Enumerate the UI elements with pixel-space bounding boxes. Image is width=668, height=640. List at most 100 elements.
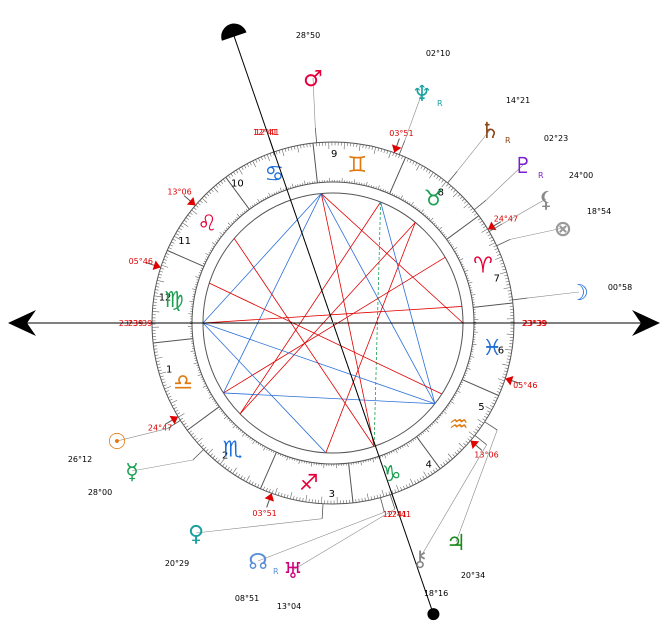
sun-icon: ☉	[107, 430, 127, 455]
degree-tick	[202, 385, 207, 388]
degree-tick	[470, 208, 474, 211]
lilith-icon: ⚸	[538, 188, 554, 213]
degree-tick	[477, 419, 484, 424]
degree-tick	[468, 431, 475, 437]
degree-tick	[153, 348, 158, 350]
degree-tick	[458, 442, 465, 449]
uranus-icon: ♅	[283, 559, 303, 584]
degree-tick	[187, 214, 191, 218]
degree-tick	[436, 175, 439, 179]
degree-tick	[507, 352, 512, 354]
degree-tick	[201, 444, 205, 448]
moon-connector	[512, 297, 528, 301]
aspect-line	[320, 193, 464, 324]
aspect-line	[223, 392, 435, 405]
leo-sign-icon: ♌	[197, 211, 217, 236]
degree-tick	[414, 480, 417, 484]
dot-icon	[427, 608, 440, 621]
degree-tick	[391, 490, 394, 494]
degree-tick	[183, 422, 187, 426]
house-number-8: 8	[438, 188, 444, 199]
degree-tick	[432, 469, 436, 473]
degree-tick	[490, 405, 494, 408]
degree-tick	[212, 455, 216, 459]
degree-tick	[207, 448, 214, 455]
pluto-degree: 02°23	[544, 134, 568, 143]
mars-degree: 28°50	[296, 31, 320, 40]
degree-tick	[499, 259, 503, 262]
arrow-right-icon	[632, 310, 660, 336]
degree-tick	[155, 286, 160, 288]
degree-tick	[481, 223, 485, 226]
degree-tick	[263, 446, 266, 451]
degree-tick	[210, 453, 213, 457]
scorpio-sign-icon: ♏	[223, 438, 243, 463]
degree-tick	[362, 144, 364, 149]
degree-tick	[175, 233, 179, 236]
degree-tick	[192, 435, 196, 438]
zodiac-signs: ♌♋♊♉♈♓♒♑♐♏♎♍	[164, 153, 502, 496]
part-of-fortune-icon: ⊗	[554, 217, 572, 242]
degree-tick	[507, 355, 511, 357]
degree-tick	[185, 425, 189, 428]
mercury-leader	[131, 459, 193, 472]
degree-tick	[304, 180, 306, 185]
degree-tick	[364, 497, 366, 502]
degree-tick	[158, 369, 162, 372]
degree-tick	[506, 283, 510, 286]
degree-tick	[496, 391, 501, 393]
pluto-connector	[473, 200, 487, 211]
degree-tick	[206, 193, 210, 197]
sign-divider-line	[348, 463, 354, 503]
degree-tick	[459, 258, 464, 261]
degree-tick	[171, 241, 175, 244]
degree-tick	[266, 154, 270, 162]
chiron-leader	[419, 444, 487, 559]
degree-tick	[156, 283, 160, 285]
degree-tick	[160, 375, 164, 378]
degree-tick	[245, 475, 250, 482]
moon-degree: 00°58	[608, 283, 632, 292]
chiron-connector	[474, 435, 487, 446]
degree-tick	[494, 248, 499, 251]
north-node-leader	[257, 511, 385, 562]
degree-tick	[163, 258, 168, 261]
aspect-line	[202, 322, 436, 405]
cusp-marker-icon	[264, 493, 275, 502]
degree-tick	[233, 171, 236, 175]
degree-tick	[281, 149, 285, 157]
degree-tick	[456, 390, 461, 393]
degree-tick	[438, 226, 443, 231]
degree-tick	[280, 492, 283, 497]
degree-tick	[454, 451, 458, 455]
degree-tick	[257, 484, 260, 488]
degree-tick	[429, 172, 434, 179]
degree-tick	[162, 381, 166, 384]
degree-tick	[506, 358, 511, 360]
degree-tick	[248, 480, 251, 484]
degree-tick	[488, 242, 496, 247]
degree-tick	[463, 200, 467, 204]
degree-tick	[204, 195, 207, 199]
degree-tick	[504, 274, 508, 277]
degree-tick	[297, 145, 300, 153]
degree-tick	[353, 179, 356, 184]
aspect-line	[320, 193, 375, 447]
degree-tick	[235, 472, 238, 476]
degree-tick	[471, 294, 476, 296]
degree-tick	[430, 471, 433, 475]
degree-tick	[485, 413, 489, 416]
degree-tick	[486, 231, 490, 234]
mercury-icon: ☿	[125, 460, 139, 485]
degree-tick	[501, 265, 505, 268]
degree-tick	[489, 236, 493, 239]
degree-tick	[275, 151, 278, 155]
degree-tick	[252, 440, 256, 445]
degree-tick	[420, 165, 423, 169]
degree-tick	[463, 203, 470, 209]
venus-degree: 20°29	[165, 559, 189, 568]
degree-tick	[461, 198, 465, 202]
degree-tick	[182, 222, 189, 227]
saturn-leader	[456, 129, 491, 172]
